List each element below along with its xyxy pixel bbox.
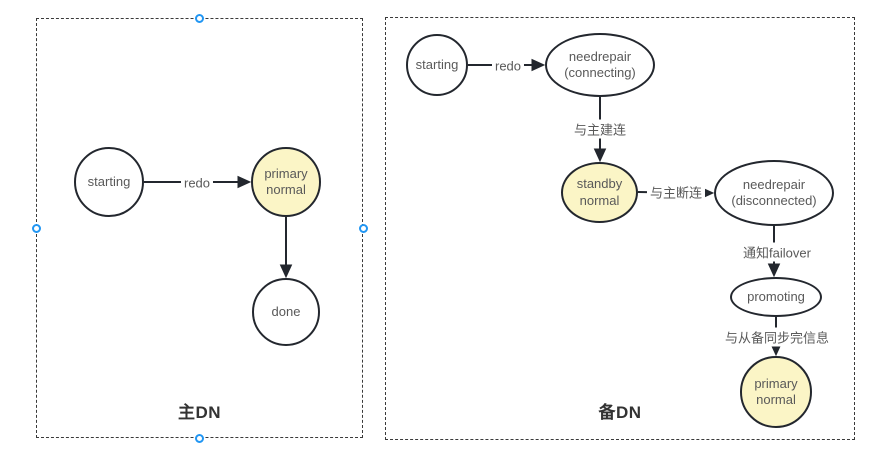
edge-label-redo-standby-dn[interactable]: redo xyxy=(491,58,525,74)
resize-handle-top-icon[interactable] xyxy=(195,14,204,23)
node-starting-standby-dn[interactable]: starting xyxy=(406,34,468,96)
edge-label-connect-to-primary[interactable]: 与主建连 xyxy=(570,119,630,139)
node-needrepair-disconnected[interactable]: needrepair (disconnected) xyxy=(714,160,834,226)
node-promoting[interactable]: promoting xyxy=(730,277,822,317)
group-box-standby-dn[interactable] xyxy=(385,17,855,440)
node-standby-normal[interactable]: standby normal xyxy=(561,162,638,223)
node-starting-primary-dn[interactable]: starting xyxy=(74,147,144,217)
edge-label-sync-with-standby-done[interactable]: 与从备同步完信息 xyxy=(721,327,833,347)
node-primary-normal-standby-dn[interactable]: primary normal xyxy=(740,356,812,428)
edge-primary-dn-to-done[interactable] xyxy=(279,217,293,279)
node-primary-normal-primary-dn[interactable]: primary normal xyxy=(251,147,321,217)
edge-label-notify-failover[interactable]: 通知failover xyxy=(740,242,814,262)
group-title-standby-dn: 备DN xyxy=(598,403,642,422)
edge-label-disconnect-from-primary[interactable]: 与主断连 xyxy=(646,182,706,202)
node-done-primary-dn[interactable]: done xyxy=(252,278,320,346)
edge-label-redo-primary-dn[interactable]: redo xyxy=(180,175,214,191)
node-needrepair-connecting[interactable]: needrepair (connecting) xyxy=(545,33,655,97)
resize-handle-left-icon[interactable] xyxy=(32,224,41,233)
group-title-primary-dn: 主DN xyxy=(177,403,222,422)
resize-handle-bottom-icon[interactable] xyxy=(195,434,204,443)
resize-handle-right-icon[interactable] xyxy=(359,224,368,233)
